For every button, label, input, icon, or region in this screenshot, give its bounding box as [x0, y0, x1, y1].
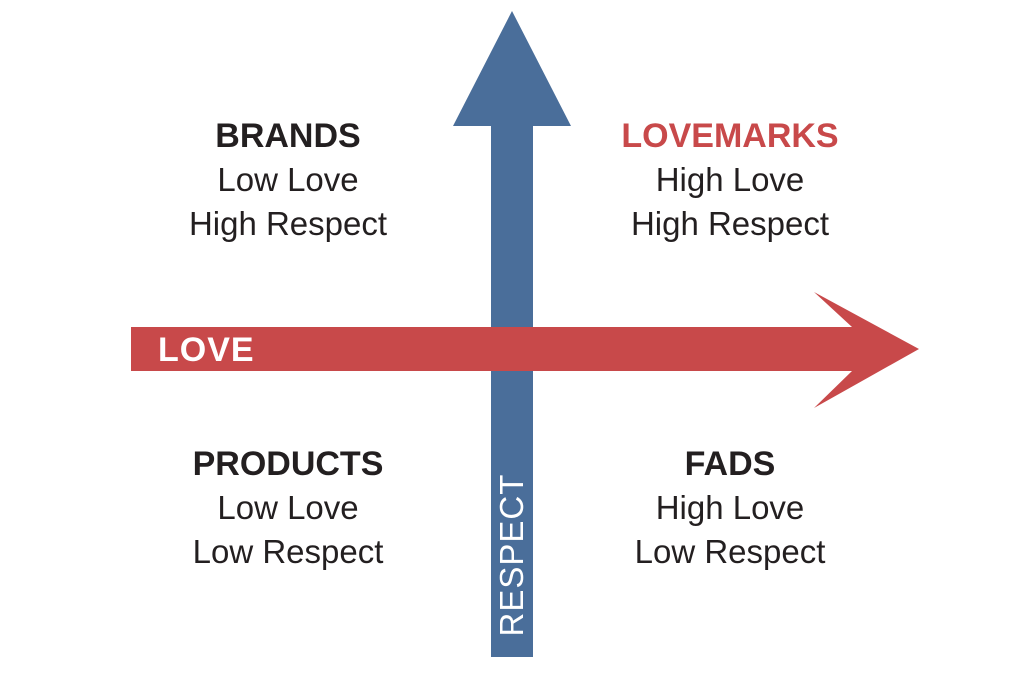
- quadrant-love-level: High Love: [655, 489, 805, 526]
- love-axis-arrow: [131, 292, 919, 408]
- quadrant-brands: BRANDS Low Love High Respect: [138, 114, 438, 246]
- quadrant-products: PRODUCTS Low Love Low Respect: [138, 442, 438, 574]
- quadrant-title: PRODUCTS: [192, 445, 384, 483]
- respect-axis-label: RESPECT: [493, 473, 530, 637]
- quadrant-respect-level: Low Respect: [634, 533, 826, 570]
- quadrant-fads: FADS High Love Low Respect: [580, 442, 880, 574]
- quadrant-title: LOVEMARKS: [621, 117, 839, 155]
- love-axis-label: LOVE: [158, 331, 255, 369]
- quadrant-respect-level: High Respect: [188, 205, 388, 242]
- quadrant-love-level: High Love: [655, 161, 805, 198]
- quadrant-title: FADS: [684, 445, 776, 483]
- quadrant-love-level: Low Love: [217, 489, 359, 526]
- quadrant-respect-level: High Respect: [630, 205, 830, 242]
- quadrant-love-level: Low Love: [217, 161, 359, 198]
- quadrant-lovemarks: LOVEMARKS High Love High Respect: [580, 114, 880, 246]
- quadrant-title: BRANDS: [215, 117, 361, 155]
- quadrant-respect-level: Low Respect: [192, 533, 384, 570]
